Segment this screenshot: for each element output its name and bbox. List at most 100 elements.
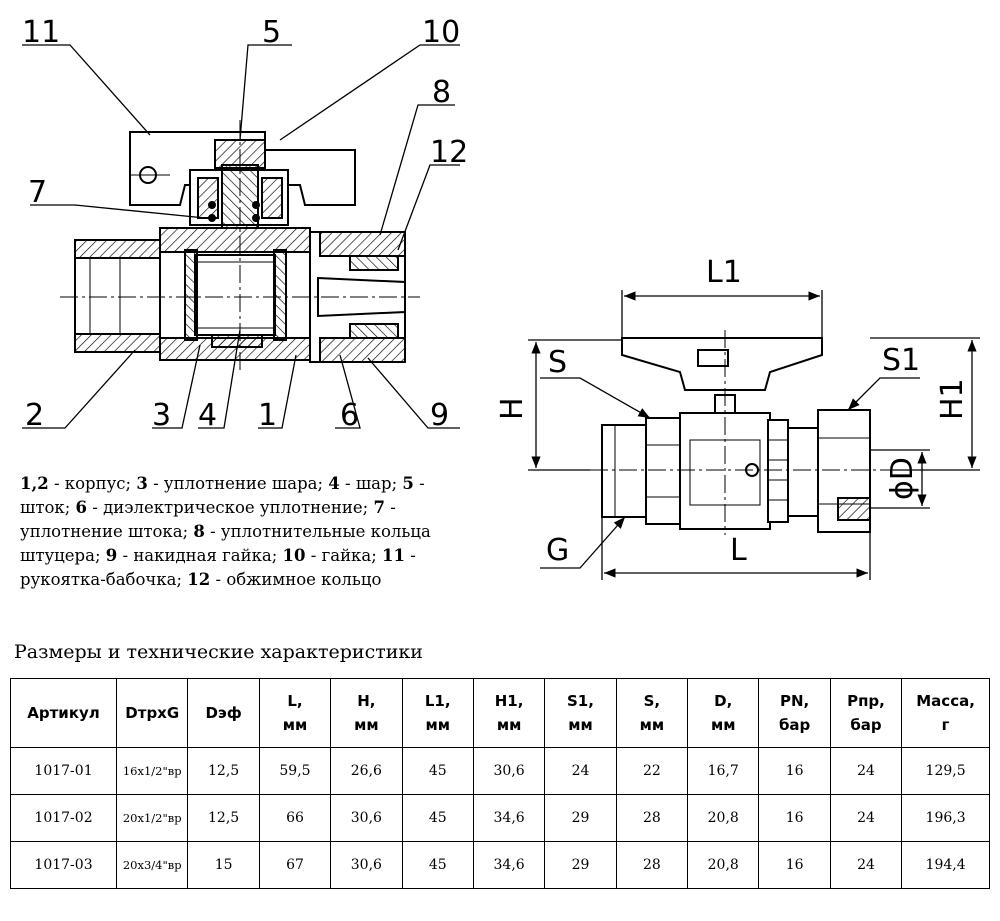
table-header-cell: L1, мм (401, 678, 474, 748)
table-cell: 59,5 (258, 747, 332, 795)
header-line-1: Артикул (27, 704, 100, 722)
table-cell: 30,6 (330, 841, 403, 889)
table-cell: 16 (758, 841, 831, 889)
legend-part-number: 4 (328, 474, 340, 493)
header-line-2: мм (710, 716, 736, 734)
exterior-view (590, 330, 890, 535)
dim-label-s: S (548, 345, 567, 380)
legend-part-number: 9 (105, 546, 118, 565)
table-cell: 45 (401, 794, 474, 842)
legend-part-number: 12 (187, 570, 211, 589)
table-cell: 24 (829, 794, 903, 842)
header-line-2: мм (425, 716, 450, 734)
table-cell: 66 (258, 794, 332, 842)
legend-part-number: 1,2 (20, 474, 49, 493)
dim-label-h1: H1 (935, 378, 970, 420)
legend-part-number: 11 (382, 546, 405, 565)
header-line-2: мм (282, 716, 308, 734)
callout-12: 12 (430, 135, 468, 170)
header-line-1: Pпр, (847, 692, 885, 710)
callout-1: 1 (258, 398, 277, 433)
legend-part-text: - уплотнение штока; (20, 498, 396, 541)
table-cell: 26,6 (330, 747, 403, 795)
table-cell: 12,5 (187, 794, 260, 842)
header-line-1: H1, (494, 692, 524, 710)
legend-part-number: 8 (193, 522, 205, 541)
table-header-cell: Pпр, бар (829, 678, 903, 748)
header-line-1: DтрxG (125, 704, 180, 722)
header-line-2: мм (639, 716, 665, 734)
header-line-1: L, (287, 692, 303, 710)
table-cell: 196,3 (901, 794, 990, 842)
legend-part-text: - корпус; (48, 474, 137, 493)
table-header-cell: S1, мм (544, 678, 617, 748)
dimension-lines (528, 290, 980, 580)
table-cell: 30,6 (330, 794, 403, 842)
table-cell: 45 (401, 841, 474, 889)
table-cell: 16,7 (687, 747, 760, 795)
header-line-2: мм (568, 716, 593, 734)
table-cell: 29 (544, 794, 617, 842)
dim-label-s1: S1 (882, 343, 920, 378)
table-header-cell: H,мм (330, 678, 403, 748)
header-line-2: бар (778, 716, 811, 734)
header-line-2: бар (850, 716, 882, 734)
table-cell: 20x3/4"вр (116, 841, 189, 889)
table-cell: 24 (544, 747, 617, 795)
legend-part-text: - уплотнительные кольца штуцера; (20, 522, 431, 565)
legend-part-text: - уплотнение шара; (147, 474, 329, 493)
callout-2: 2 (25, 398, 44, 433)
table-header-cell: H1,мм (472, 678, 546, 748)
callout-7: 7 (28, 175, 47, 210)
table-cell: 34,6 (472, 794, 546, 842)
legend-part-text: - шар; (339, 474, 403, 493)
legend-part-number: 5 (402, 474, 414, 493)
table-cell: 16x1/2"вр (116, 747, 189, 795)
legend-part-number: 3 (136, 474, 148, 493)
legend-part-text: - диэлектрическое уплотнение; (87, 498, 374, 517)
dim-label-d: ϕD (885, 457, 920, 500)
table-cell: 29 (544, 841, 617, 889)
dim-label-h: H (495, 397, 530, 420)
legend-part-text: - шток; (20, 474, 425, 517)
header-line-1: Dэф (205, 704, 242, 722)
dim-label-l1: L1 (706, 255, 742, 290)
header-line-1: Масса, (916, 692, 975, 710)
callout-leaders (22, 44, 460, 429)
callout-6: 6 (340, 398, 359, 433)
header-line-1: S1, (567, 692, 594, 710)
callout-4: 4 (198, 398, 217, 433)
table-cell: 28 (615, 794, 689, 842)
table-cell: 1017-01 (9, 747, 118, 795)
table-header-cell: PN, бар (758, 678, 831, 748)
dim-label-l: L (730, 533, 747, 568)
table-title: Размеры и технические характеристики (14, 641, 423, 663)
table-cell: 30,6 (472, 747, 546, 795)
callout-8: 8 (432, 75, 451, 110)
section-view (60, 120, 420, 370)
table-header-cell: Масса,г (901, 678, 990, 748)
table-cell: 1017-02 (9, 794, 118, 842)
table-header-cell: D,мм (687, 678, 760, 748)
header-line-1: L1, (424, 692, 451, 710)
table-cell: 194,4 (901, 841, 990, 889)
table-cell: 24 (829, 747, 903, 795)
table-cell: 45 (401, 747, 474, 795)
table-header-cell: Dэф (187, 678, 260, 748)
table-header-cell: Артикул (9, 678, 118, 748)
table-cell: 67 (258, 841, 332, 889)
legend-part-text: - накидная гайка; (117, 546, 283, 565)
table-cell: 16 (758, 747, 831, 795)
legend-part-text: - гайка; (305, 546, 383, 565)
parts-legend: 1,2 - корпус; 3 - уплотнение шара; 4 - ш… (20, 472, 470, 592)
table-header-cell: DтрxG (116, 678, 189, 748)
table-cell: 129,5 (901, 747, 990, 795)
dimension-labels: L1 S S1 H H1 ϕD G L (495, 255, 970, 568)
dim-label-g: G (546, 533, 569, 568)
table-header-cell: S,мм (615, 678, 689, 748)
header-line-1: PN, (779, 692, 810, 710)
